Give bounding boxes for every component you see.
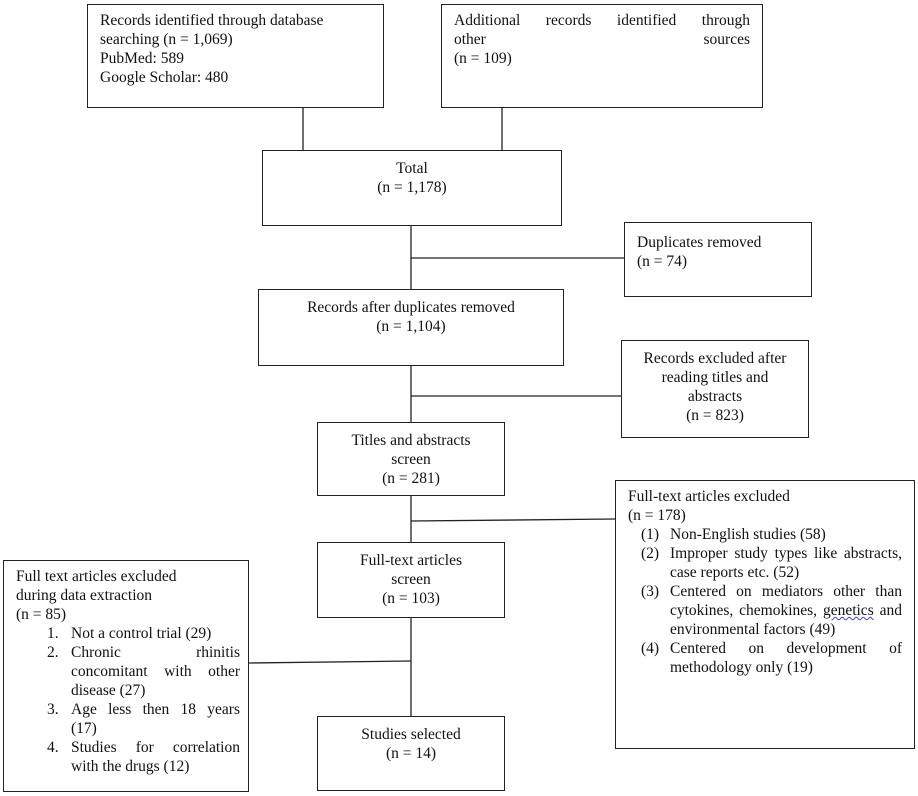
titles-screen-count: (n = 281) — [382, 470, 440, 487]
studies-selected-count: (n = 14) — [385, 745, 437, 762]
after-duplicates-title: Records after duplicates removed — [307, 299, 515, 316]
duplicates-removed-count: (n = 74) — [637, 253, 688, 270]
excluded-titles-line-3: abstracts — [687, 388, 743, 405]
reason-text-part-1: Centered on mediators other than cytokin… — [670, 583, 902, 619]
reason-text: Chronic rhinitis concomitant with other … — [71, 644, 240, 699]
extraction-excluded-reason: 2. Chronic rhinitis concomitant with oth… — [16, 643, 240, 700]
duplicates-removed-title: Duplicates removed — [637, 234, 762, 251]
db-search-google-scholar: Google Scholar: 480 — [100, 69, 229, 86]
studies-selected-title: Studies selected — [361, 726, 461, 743]
after-duplicates-count: (n = 1,104) — [376, 318, 446, 335]
fulltext-excluded-reasons: (1) Non-English studies (58) (2) Imprope… — [628, 525, 902, 677]
extraction-excluded-count: (n = 85) — [16, 606, 67, 623]
total-count: (n = 1,178) — [377, 179, 447, 196]
box-extraction-excluded: Full text articles excluded during data … — [3, 560, 249, 792]
reason-text-part-2: and environmental factors (49) — [670, 602, 902, 638]
box-excluded-titles-abstracts: Records excluded after reading titles an… — [621, 340, 809, 438]
reason-marker: 2. — [47, 644, 59, 661]
fulltext-excluded-reason: (3) Centered on mediators other than cyt… — [628, 582, 902, 639]
spellcheck-flagged-word: genetics — [822, 602, 874, 619]
reason-marker: (1) — [641, 526, 660, 543]
fulltext-excluded-reason: (4) Centered on development of methodolo… — [628, 639, 902, 677]
fulltext-excluded-reason: (1) Non-English studies (58) — [628, 525, 902, 544]
reason-marker: (2) — [641, 545, 660, 562]
box-total: Total (n = 1,178) — [262, 150, 562, 226]
other-sources-word-other: other — [454, 31, 486, 48]
reason-marker: (3) — [641, 583, 660, 600]
reason-marker: 1. — [47, 625, 59, 642]
titles-screen-line-2: screen — [391, 451, 431, 468]
connector-branch-fulltext-excluded — [410, 518, 616, 522]
extraction-excluded-line-2: during data extraction — [16, 587, 153, 604]
excluded-titles-count: (n = 823) — [686, 407, 744, 424]
extraction-excluded-reason: 4. Studies for correlation with the drug… — [16, 738, 240, 776]
extraction-excluded-reasons: 1. Not a control trial (29) 2. Chronic r… — [16, 624, 240, 776]
db-search-line-1: Records identified through database — [100, 12, 324, 29]
fulltext-screen-line-2: screen — [391, 571, 431, 588]
other-sources-word-sources: sources — [703, 31, 751, 48]
fulltext-excluded-reason: (2) Improper study types like abstracts,… — [628, 544, 902, 582]
fulltext-excluded-count: (n = 178) — [628, 507, 686, 524]
db-search-line-2: searching (n = 1,069) — [100, 31, 233, 48]
box-fulltext-screen: Full-text articles screen (n = 103) — [317, 542, 505, 618]
reason-text: Age less then 18 years (17) — [71, 701, 240, 737]
box-records-after-duplicates: Records after duplicates removed (n = 1,… — [258, 289, 564, 366]
box-fulltext-excluded: Full-text articles excluded (n = 178) (1… — [615, 480, 915, 749]
box-studies-selected: Studies selected (n = 14) — [317, 716, 505, 791]
other-sources-line-2: other sources — [454, 30, 750, 49]
box-database-search: Records identified through database sear… — [87, 4, 384, 108]
fulltext-screen-count: (n = 103) — [382, 590, 440, 607]
box-other-sources: Additional records identified through ot… — [441, 4, 763, 108]
box-duplicates-removed: Duplicates removed (n = 74) — [624, 222, 812, 297]
excluded-titles-line-2: reading titles and — [661, 369, 769, 386]
reason-marker: 3. — [47, 701, 59, 718]
titles-screen-line-1: Titles and abstracts — [351, 432, 471, 449]
reason-text: Studies for correlation with the drugs (… — [71, 739, 240, 775]
db-search-pubmed: PubMed: 589 — [100, 50, 184, 67]
reason-marker: (4) — [641, 640, 660, 657]
box-titles-abstracts-screen: Titles and abstracts screen (n = 281) — [317, 422, 505, 496]
fulltext-excluded-title: Full-text articles excluded — [628, 488, 790, 505]
reason-text: Not a control trial (29) — [71, 625, 212, 642]
reason-marker: 4. — [47, 739, 59, 756]
fulltext-screen-line-1: Full-text articles — [359, 552, 462, 569]
reason-text: Improper study types like abstracts, cas… — [670, 545, 902, 581]
other-sources-line-1: Additional records identified through — [454, 12, 750, 29]
reason-text: Centered on development of methodology o… — [670, 640, 902, 676]
excluded-titles-line-1: Records excluded after — [643, 350, 787, 367]
extraction-excluded-line-1: Full text articles excluded — [16, 568, 177, 585]
extraction-excluded-reason: 3. Age less then 18 years (17) — [16, 700, 240, 738]
other-sources-count: (n = 109) — [454, 50, 512, 67]
extraction-excluded-reason: 1. Not a control trial (29) — [16, 624, 240, 643]
connector-branch-extraction-excluded — [248, 660, 412, 664]
total-title: Total — [396, 160, 428, 177]
reason-text: Non-English studies (58) — [670, 526, 826, 543]
